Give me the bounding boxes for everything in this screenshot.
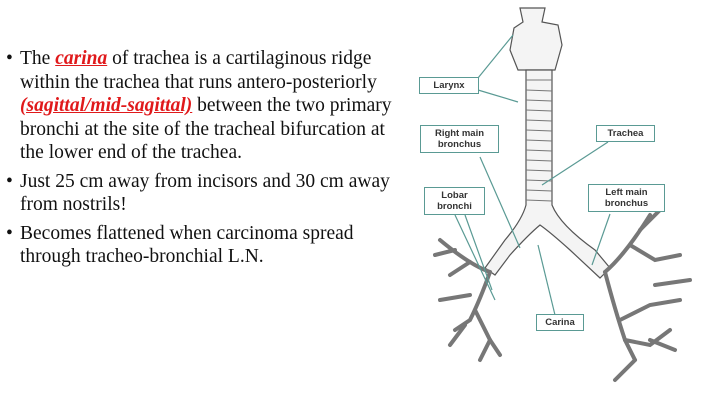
trachea-illustration <box>433 7 692 382</box>
highlight-sagittal: (sagittal/mid-sagittal) <box>20 95 193 116</box>
label-trachea: Trachea <box>596 125 655 142</box>
text: Becomes flattened when carcinoma spread … <box>20 222 354 268</box>
text: between the two primary bronchi at the s… <box>20 95 392 163</box>
trachea-diagram: Larynx Right main bronchus Trachea Lobar… <box>410 0 720 404</box>
highlight-carina: carina <box>55 48 108 69</box>
label-carina: Carina <box>536 314 584 331</box>
text: of trachea is a cartilaginous ridge with… <box>20 48 377 93</box>
text: The <box>20 48 56 69</box>
bullet-carina-definition: • The carina of trachea is a cartilagino… <box>6 47 411 165</box>
bullet-symbol: • <box>6 222 13 244</box>
label-right-main-bronchus: Right main bronchus <box>420 125 499 153</box>
bullet-symbol: • <box>6 48 13 69</box>
label-lobar-bronchi: Lobar bronchi <box>424 187 485 215</box>
label-left-main-bronchus: Left main bronchus <box>588 184 665 212</box>
label-larynx: Larynx <box>419 77 479 94</box>
bullet-list: • The carina of trachea is a cartilagino… <box>6 47 411 274</box>
bullet-symbol: • <box>6 170 13 192</box>
text: Just 25 cm away from incisors and 30 cm … <box>20 170 390 216</box>
bullet-distance: • Just 25 cm away from incisors and 30 c… <box>6 170 411 217</box>
bullet-flattened: • Becomes flattened when carcinoma sprea… <box>6 222 411 269</box>
